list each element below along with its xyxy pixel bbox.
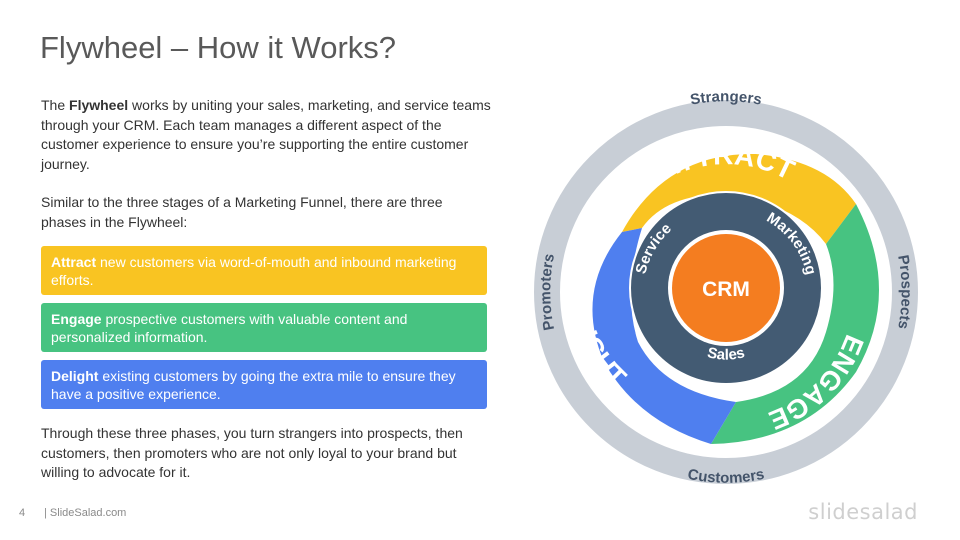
intro-bold: Flywheel: [69, 97, 129, 113]
outer-ring: [534, 100, 918, 484]
strangers-label-text: Strangers: [689, 92, 763, 109]
footer-site: | SlideSalad.com: [44, 507, 127, 519]
prospects-label: Prospects: [894, 254, 915, 331]
intro-post: works by uniting your sales, marketing, …: [41, 97, 491, 172]
attract-phase-box: Attract new customers via word-of-mouth …: [41, 246, 487, 295]
engage-phase-text: prospective customers with valuable cont…: [51, 311, 408, 345]
phases-intro-text: Similar to the three stages of a Marketi…: [41, 194, 443, 230]
customers-label: Customers: [686, 466, 765, 487]
brand-logo: slidesalad: [808, 500, 918, 524]
sales-label: Sales: [706, 344, 747, 363]
intro-paragraph: The Flywheel works by uniting your sales…: [41, 96, 491, 174]
crm-center: [672, 234, 780, 342]
closing-text: Through these three phases, you turn str…: [41, 425, 463, 480]
page-number: 4: [19, 507, 26, 519]
delight-phase-box: Delight existing customers by going the …: [41, 360, 487, 409]
intro-pre: The: [41, 97, 70, 113]
flywheel-diagram: CRM Strangers Customers Promoters Prospe…: [534, 92, 918, 487]
promoters-label-text: Promoters: [537, 252, 558, 331]
promoters-label: Promoters: [537, 252, 558, 331]
sales-label-text: Sales: [706, 344, 747, 363]
slide-title: Flywheel – How it Works?: [40, 30, 397, 65]
engage-arc: [711, 204, 879, 444]
delight-phase-text: existing customers by going the extra mi…: [51, 368, 456, 402]
prospects-label-text: Prospects: [894, 254, 915, 331]
attract-arc: [622, 153, 856, 244]
customers-label-text: Customers: [686, 466, 765, 487]
attract-phase-text: new customers via word-of-mouth and inbo…: [51, 254, 457, 288]
engage-phase-box: Engage prospective customers with valuab…: [41, 303, 487, 352]
closing-paragraph: Through these three phases, you turn str…: [41, 424, 491, 483]
delight-phase-name: Delight: [51, 368, 99, 384]
strangers-label: Strangers: [689, 92, 763, 109]
phases-intro-paragraph: Similar to the three stages of a Marketi…: [41, 193, 491, 232]
delight-arc: [592, 228, 736, 444]
attract-phase-name: Attract: [51, 254, 97, 270]
engage-phase-name: Engage: [51, 311, 102, 327]
crm-label: CRM: [702, 278, 750, 301]
